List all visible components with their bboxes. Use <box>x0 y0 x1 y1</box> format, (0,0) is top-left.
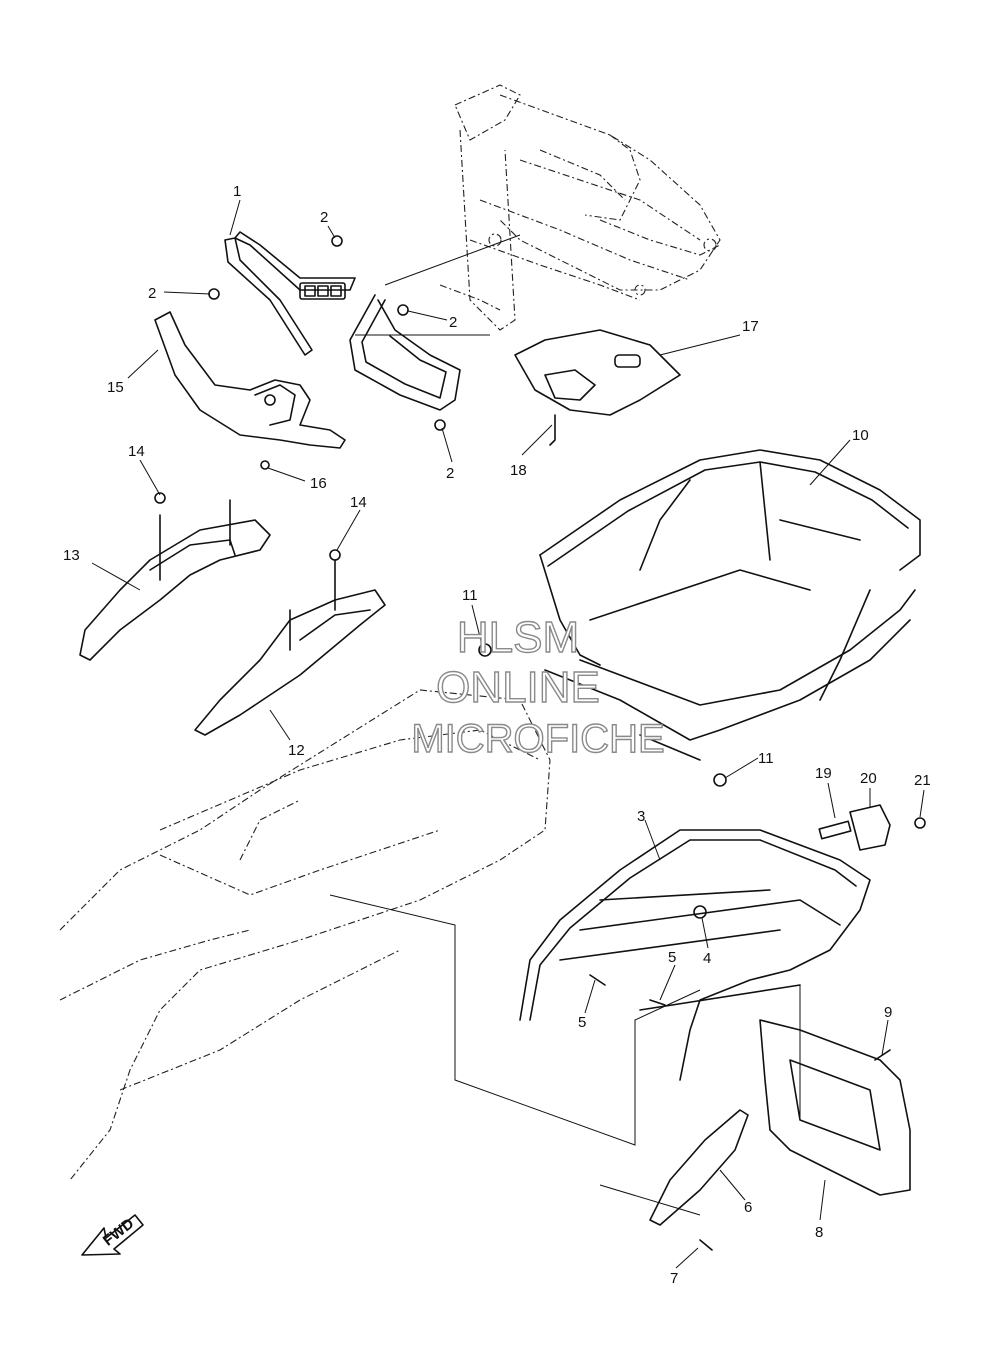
callout-9: 9 <box>884 1004 892 1021</box>
callout-2: 2 <box>446 465 454 482</box>
watermark: HLSM ONLINE MICROFICHE <box>411 612 666 761</box>
callout-1: 1 <box>233 183 241 200</box>
callout-12: 12 <box>288 742 305 759</box>
callout-16: 16 <box>310 475 327 492</box>
callout-4: 4 <box>703 950 711 967</box>
callout-5: 5 <box>668 949 676 966</box>
callout-3: 3 <box>637 808 645 825</box>
callout-14: 14 <box>128 443 145 460</box>
callout-6: 6 <box>744 1199 752 1216</box>
callout-leaders <box>91 199 925 1269</box>
callout-14: 14 <box>350 494 367 511</box>
phantom-connectors <box>329 234 801 1216</box>
part-13-side-cover <box>79 499 271 661</box>
watermark-line-3: MICROFICHE <box>411 717 664 761</box>
part-bumper-loop <box>349 294 461 411</box>
watermark-line-1: HLSM <box>457 613 579 662</box>
part-12-side-cover <box>194 559 386 736</box>
fwd-arrow-icon: FWD <box>81 1214 144 1256</box>
part-6-deflector <box>649 1109 749 1226</box>
fasteners <box>154 235 926 1251</box>
part-15-front-guard <box>154 311 346 449</box>
main-frame-ghost <box>439 84 721 331</box>
part-19-20-brackets <box>818 804 891 851</box>
part-17-skid-plate <box>514 329 681 416</box>
callout-17: 17 <box>742 318 759 335</box>
callout-11: 11 <box>462 587 478 604</box>
callout-2: 2 <box>320 209 328 226</box>
part-10-rear-frame <box>539 449 921 761</box>
callout-18: 18 <box>510 462 527 479</box>
callout-19: 19 <box>815 765 832 782</box>
callout-7: 7 <box>670 1270 678 1287</box>
callout-15: 15 <box>107 379 124 396</box>
callout-11: 11 <box>758 750 774 767</box>
callout-8: 8 <box>815 1224 823 1241</box>
part-1-bracket <box>224 231 356 356</box>
watermark-line-2: ONLINE <box>436 663 600 712</box>
callout-20: 20 <box>860 770 877 787</box>
callout-5: 5 <box>578 1014 586 1031</box>
callout-2: 2 <box>449 314 457 331</box>
callout-2: 2 <box>148 285 156 302</box>
callout-13: 13 <box>63 547 80 564</box>
part-8-mud-flap <box>759 1019 911 1196</box>
callout-21: 21 <box>914 772 931 789</box>
callout-10: 10 <box>852 427 869 444</box>
part-3-rear-rack <box>519 829 871 1081</box>
callout-numbers: 1 2 2 2 2 3 4 5 5 6 7 8 9 10 11 11 12 13… <box>63 183 931 1287</box>
floor-panel-ghost <box>59 689 551 1181</box>
